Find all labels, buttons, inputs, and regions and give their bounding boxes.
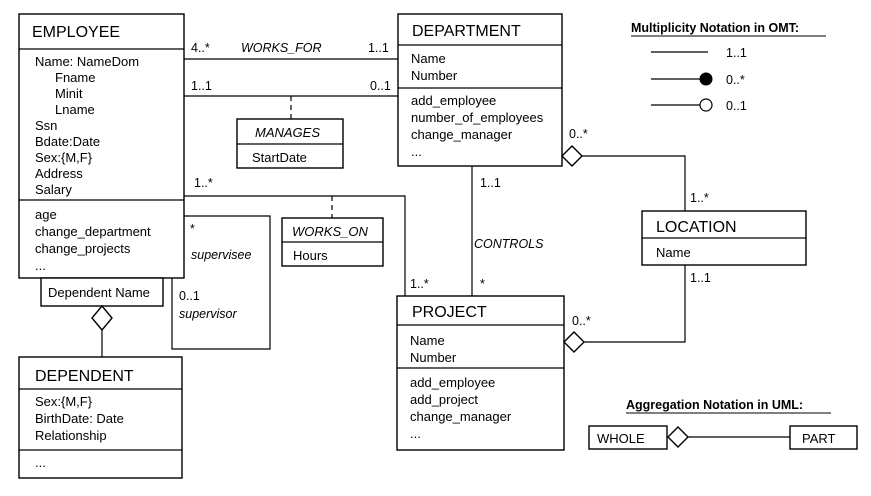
dept-location-loc-mult: 1..*	[690, 191, 709, 205]
employee-attr: Address	[35, 166, 83, 181]
manages-title: MANAGES	[255, 125, 320, 140]
employee-class[interactable]: EMPLOYEE Name: NameDom Fname Minit Lname…	[18, 13, 185, 279]
project-op: ...	[410, 426, 421, 441]
employee-op: change_projects	[35, 241, 131, 256]
manages-dept-mult: 0..1	[370, 79, 391, 93]
project-op: add_project	[410, 392, 478, 407]
department-attr: Name	[411, 51, 446, 66]
omt-legend-title: Multiplicity Notation in OMT:	[631, 21, 799, 35]
aggregation-diamond-icon	[91, 304, 113, 332]
project-attr: Name	[410, 333, 445, 348]
project-attr: Number	[410, 350, 457, 365]
project-op: change_manager	[410, 409, 512, 424]
hollow-circle-icon	[699, 98, 713, 112]
dependent-attr: Sex:{M,F}	[35, 394, 93, 409]
qualifier-box[interactable]: Dependent Name	[40, 277, 164, 307]
part-box	[789, 425, 858, 450]
location-title: LOCATION	[656, 219, 737, 236]
project-op: add_employee	[410, 375, 495, 390]
works-on-emp-mult: 1..*	[194, 176, 213, 190]
employee-attr: Salary	[35, 182, 72, 197]
works-on-link-class[interactable]: WORKS_ON Hours	[281, 217, 384, 267]
employee-attr: Fname	[55, 70, 95, 85]
employee-attr: Bdate:Date	[35, 134, 100, 149]
manages-link-class[interactable]: MANAGES StartDate	[236, 118, 344, 169]
aggregation-diamond-icon	[563, 331, 585, 353]
uml-legend-title: Aggregation Notation in UML:	[626, 398, 803, 412]
supervisor-role: supervisor	[179, 307, 237, 321]
works-on-attr: Hours	[293, 248, 328, 263]
department-op: ...	[411, 144, 422, 159]
manages-attr: StartDate	[252, 150, 307, 165]
proj-location-loc-mult: 1..1	[690, 271, 711, 285]
dependent-title: DEPENDENT	[35, 368, 134, 385]
employee-attr: Name: NameDom	[35, 54, 139, 69]
qualifier-label: Dependent Name	[48, 285, 150, 300]
controls-dept-mult: 1..1	[480, 176, 501, 190]
works-on-proj-mult: 1..*	[410, 277, 429, 291]
dependent-op: ...	[35, 455, 46, 470]
department-title: DEPARTMENT	[412, 23, 521, 40]
location-class[interactable]: LOCATION Name	[641, 210, 807, 266]
department-class[interactable]: DEPARTMENT Name Number add_employee numb…	[397, 13, 563, 167]
dept-location-line	[582, 155, 686, 211]
works-for-label: WORKS_FOR	[241, 41, 322, 55]
dependent-attr: BirthDate: Date	[35, 411, 124, 426]
supervisee-mult: *	[190, 222, 195, 236]
proj-location-proj-mult: 0..*	[572, 314, 591, 328]
works-for-emp-mult: 4..*	[191, 41, 210, 55]
employee-op: age	[35, 207, 57, 222]
employee-attr: Sex:{M,F}	[35, 150, 93, 165]
manages-emp-mult: 1..1	[191, 79, 212, 93]
department-op: change_manager	[411, 127, 513, 142]
department-op: add_employee	[411, 93, 496, 108]
dept-location-dept-mult: 0..*	[569, 127, 588, 141]
whole-box	[588, 425, 668, 450]
employee-title: EMPLOYEE	[32, 24, 120, 41]
proj-location-line	[584, 265, 686, 343]
controls-label: CONTROLS	[474, 237, 544, 251]
employee-attr: Ssn	[35, 118, 57, 133]
works-for-dept-mult: 1..1	[368, 41, 389, 55]
department-op: number_of_employees	[411, 110, 544, 125]
project-class[interactable]: PROJECT Name Number add_employee add_pro…	[396, 295, 565, 451]
dependent-class[interactable]: DEPENDENT Sex:{M,F} BirthDate: Date Rela…	[18, 356, 183, 479]
aggregation-diamond-icon	[561, 145, 583, 167]
aggregation-diamond-icon	[667, 426, 689, 448]
supervisor-mult: 0..1	[179, 289, 200, 303]
part-label: PART	[802, 431, 836, 446]
supervisee-role: supervisee	[191, 248, 251, 262]
dependent-attr: Relationship	[35, 428, 107, 443]
department-attr: Number	[411, 68, 458, 83]
project-title: PROJECT	[412, 304, 487, 321]
works-on-title: WORKS_ON	[292, 224, 368, 239]
omt-mult-label: 0..*	[726, 73, 745, 87]
location-attr: Name	[656, 245, 691, 260]
filled-circle-icon	[699, 72, 713, 86]
works-on-line	[184, 195, 406, 296]
employee-op: ...	[35, 258, 46, 273]
employee-attr: Minit	[55, 86, 83, 101]
supervision-line	[171, 215, 271, 350]
employee-attr: Lname	[55, 102, 95, 117]
controls-proj-mult: *	[480, 277, 485, 291]
uml-legend: Aggregation Notation in UML: WHOLE PART	[588, 398, 858, 450]
omt-mult-label: 0..1	[726, 99, 747, 113]
whole-label: WHOLE	[597, 431, 645, 446]
omt-legend: Multiplicity Notation in OMT: 1..1 0..* …	[631, 21, 826, 113]
employee-op: change_department	[35, 224, 151, 239]
omt-mult-label: 1..1	[726, 46, 747, 60]
